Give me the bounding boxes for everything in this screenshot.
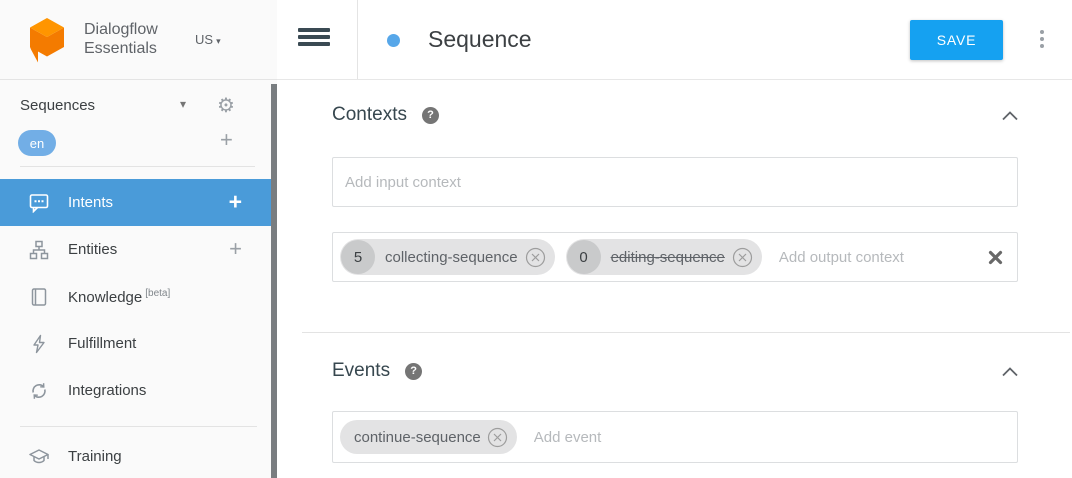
section-divider	[302, 332, 1070, 333]
sitemap-icon	[29, 240, 49, 260]
remove-context-icon[interactable]	[525, 247, 546, 268]
sidebar-item-knowledge[interactable]: Knowledge[beta]	[0, 273, 277, 320]
intent-status-dot	[387, 34, 400, 47]
sidebar-nav: Intents + Entities + Kno	[0, 179, 277, 478]
sidebar-item-integrations[interactable]: Integrations	[0, 367, 277, 414]
main-header: Sequence SAVE	[277, 0, 1072, 80]
context-chip-label: collecting-sequence	[385, 248, 518, 266]
main-panel: Sequence SAVE Contexts ? 5 collecting-se…	[277, 0, 1072, 478]
output-context-field[interactable]: 5 collecting-sequence 0 editing-sequence	[332, 232, 1018, 282]
output-context-chip: 5 collecting-sequence	[340, 239, 555, 275]
agent-caret-down-icon[interactable]: ▾	[180, 97, 187, 111]
sidebar-scrollbar[interactable]	[271, 84, 277, 478]
add-language-button[interactable]: +	[220, 127, 233, 152]
beta-badge: [beta]	[145, 287, 171, 299]
sidebar-item-fulfillment[interactable]: Fulfillment	[0, 320, 277, 367]
brand-name: Dialogflow Essentials	[84, 20, 158, 58]
events-field[interactable]: continue-sequence	[332, 411, 1018, 463]
event-chip-label: continue-sequence	[354, 428, 481, 446]
sidebar-item-label: Knowledge[beta]	[68, 287, 171, 306]
add-entity-button[interactable]: +	[229, 235, 242, 261]
intent-form: Contexts ? 5 collecting-sequence 0 editi…	[277, 80, 1072, 463]
add-intent-button[interactable]: +	[228, 187, 242, 214]
kebab-menu-icon[interactable]	[1035, 30, 1049, 51]
chat-bubble-icon	[29, 193, 49, 213]
sidebar-divider	[20, 426, 257, 427]
language-row: en +	[0, 127, 277, 158]
sidebar-item-intents[interactable]: Intents +	[0, 179, 277, 226]
lightning-bolt-icon	[29, 334, 49, 354]
region-label: US	[195, 32, 214, 47]
language-badge[interactable]: en	[18, 130, 56, 156]
graduation-cap-icon	[29, 447, 49, 467]
hamburger-menu-icon[interactable]	[298, 28, 330, 49]
output-context-chip: 0 editing-sequence	[565, 239, 762, 275]
sidebar-item-training[interactable]: Training	[0, 433, 277, 478]
context-chip-label: editing-sequence	[610, 248, 725, 266]
page-title: Sequence	[428, 26, 532, 52]
remove-event-icon[interactable]	[487, 427, 508, 448]
book-icon	[29, 287, 49, 307]
add-event-input[interactable]	[527, 428, 1003, 446]
sidebar-item-label: Fulfillment	[68, 335, 137, 352]
contexts-section-header: Contexts ?	[332, 104, 1018, 126]
events-help-icon[interactable]: ?	[405, 362, 423, 380]
caret-down-icon: ▾	[216, 36, 221, 46]
clear-contexts-icon[interactable]	[988, 250, 1003, 265]
context-lifespan-badge[interactable]: 5	[341, 240, 375, 274]
context-lifespan-badge[interactable]: 0	[566, 240, 601, 274]
input-context-field[interactable]	[332, 157, 1018, 207]
sidebar-header: Dialogflow Essentials US▾	[0, 0, 277, 80]
sidebar-item-label: Integrations	[68, 382, 147, 399]
events-heading: Events	[332, 360, 391, 381]
events-collapse-chevron-up-icon[interactable]	[1002, 366, 1018, 377]
save-button[interactable]: SAVE	[910, 20, 1003, 60]
sidebar-divider	[20, 166, 255, 167]
brand-line1: Dialogflow	[84, 21, 158, 38]
contexts-heading: Contexts	[332, 104, 407, 125]
brand-line2: Essentials	[84, 40, 157, 57]
region-selector[interactable]: US▾	[195, 32, 221, 47]
agent-name[interactable]: Sequences	[20, 97, 96, 114]
events-section-header: Events ?	[332, 360, 1018, 382]
agent-row: Sequences ▾ ⚙	[0, 88, 277, 124]
output-context-input[interactable]	[772, 248, 980, 266]
sidebar: Dialogflow Essentials US▾ Sequences ▾ ⚙ …	[0, 0, 277, 478]
remove-context-icon[interactable]	[732, 247, 753, 268]
event-chip: continue-sequence	[340, 420, 517, 454]
sidebar-item-label: Training	[68, 448, 122, 465]
dialogflow-logo-icon	[30, 18, 64, 63]
agent-settings-gear-icon[interactable]: ⚙	[217, 95, 235, 117]
contexts-collapse-chevron-up-icon[interactable]	[1002, 110, 1018, 121]
contexts-help-icon[interactable]: ?	[421, 106, 439, 124]
sidebar-item-label: Entities	[68, 241, 118, 258]
sidebar-item-label: Intents	[68, 194, 114, 211]
header-vertical-divider	[357, 0, 358, 79]
sidebar-item-entities[interactable]: Entities +	[0, 226, 277, 273]
sync-arrows-icon	[29, 381, 49, 401]
